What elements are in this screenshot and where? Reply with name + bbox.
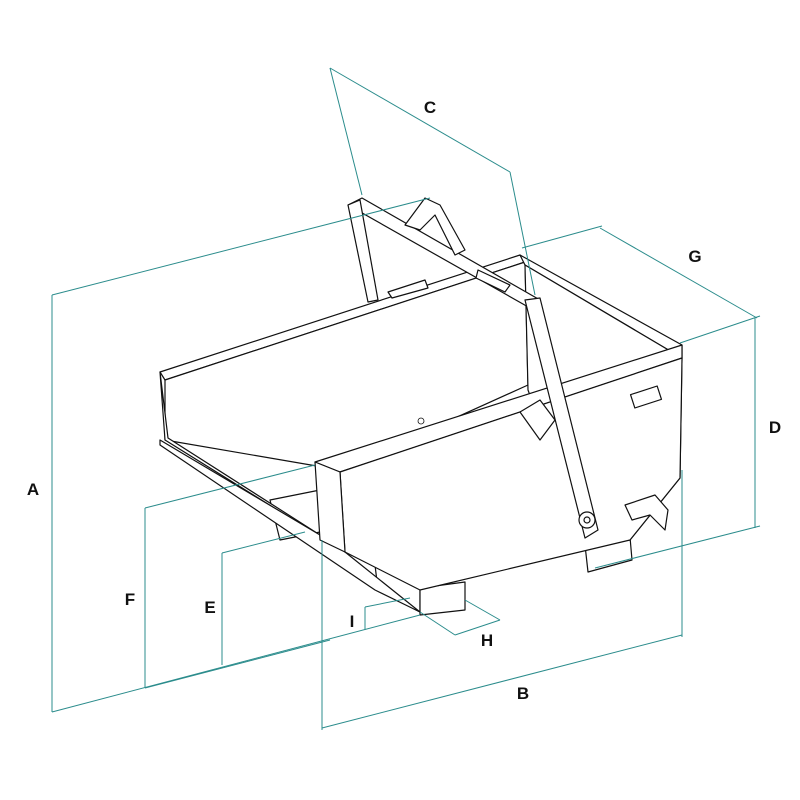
frame-bracket — [519, 399, 556, 441]
frame-hinge-right — [475, 269, 511, 293]
handle-slot — [629, 385, 663, 409]
skid-front — [419, 581, 466, 616]
frame-hinge-left — [387, 279, 429, 299]
dim-h — [419, 611, 456, 636]
rivet — [417, 417, 425, 425]
lifting-hook — [624, 494, 669, 531]
pivot-pin-center — [583, 516, 591, 524]
dim-b — [321, 634, 683, 729]
frame-brace — [404, 197, 466, 256]
label-b: B — [516, 684, 530, 703]
dim-c — [329, 67, 511, 173]
label-f: F — [124, 590, 136, 609]
label-h: H — [480, 631, 494, 650]
frame-left-arm — [347, 199, 379, 303]
label-c: C — [423, 98, 437, 117]
label-i: I — [349, 612, 355, 631]
label-g: G — [688, 247, 702, 266]
dimension-lines — [51, 67, 761, 730]
label-a: A — [26, 480, 40, 499]
frame-right-arm — [524, 297, 599, 539]
front-corner — [314, 461, 346, 553]
label-d: D — [768, 418, 782, 437]
dim-g — [599, 227, 758, 319]
label-e: E — [204, 598, 216, 617]
skip-container — [159, 197, 683, 616]
